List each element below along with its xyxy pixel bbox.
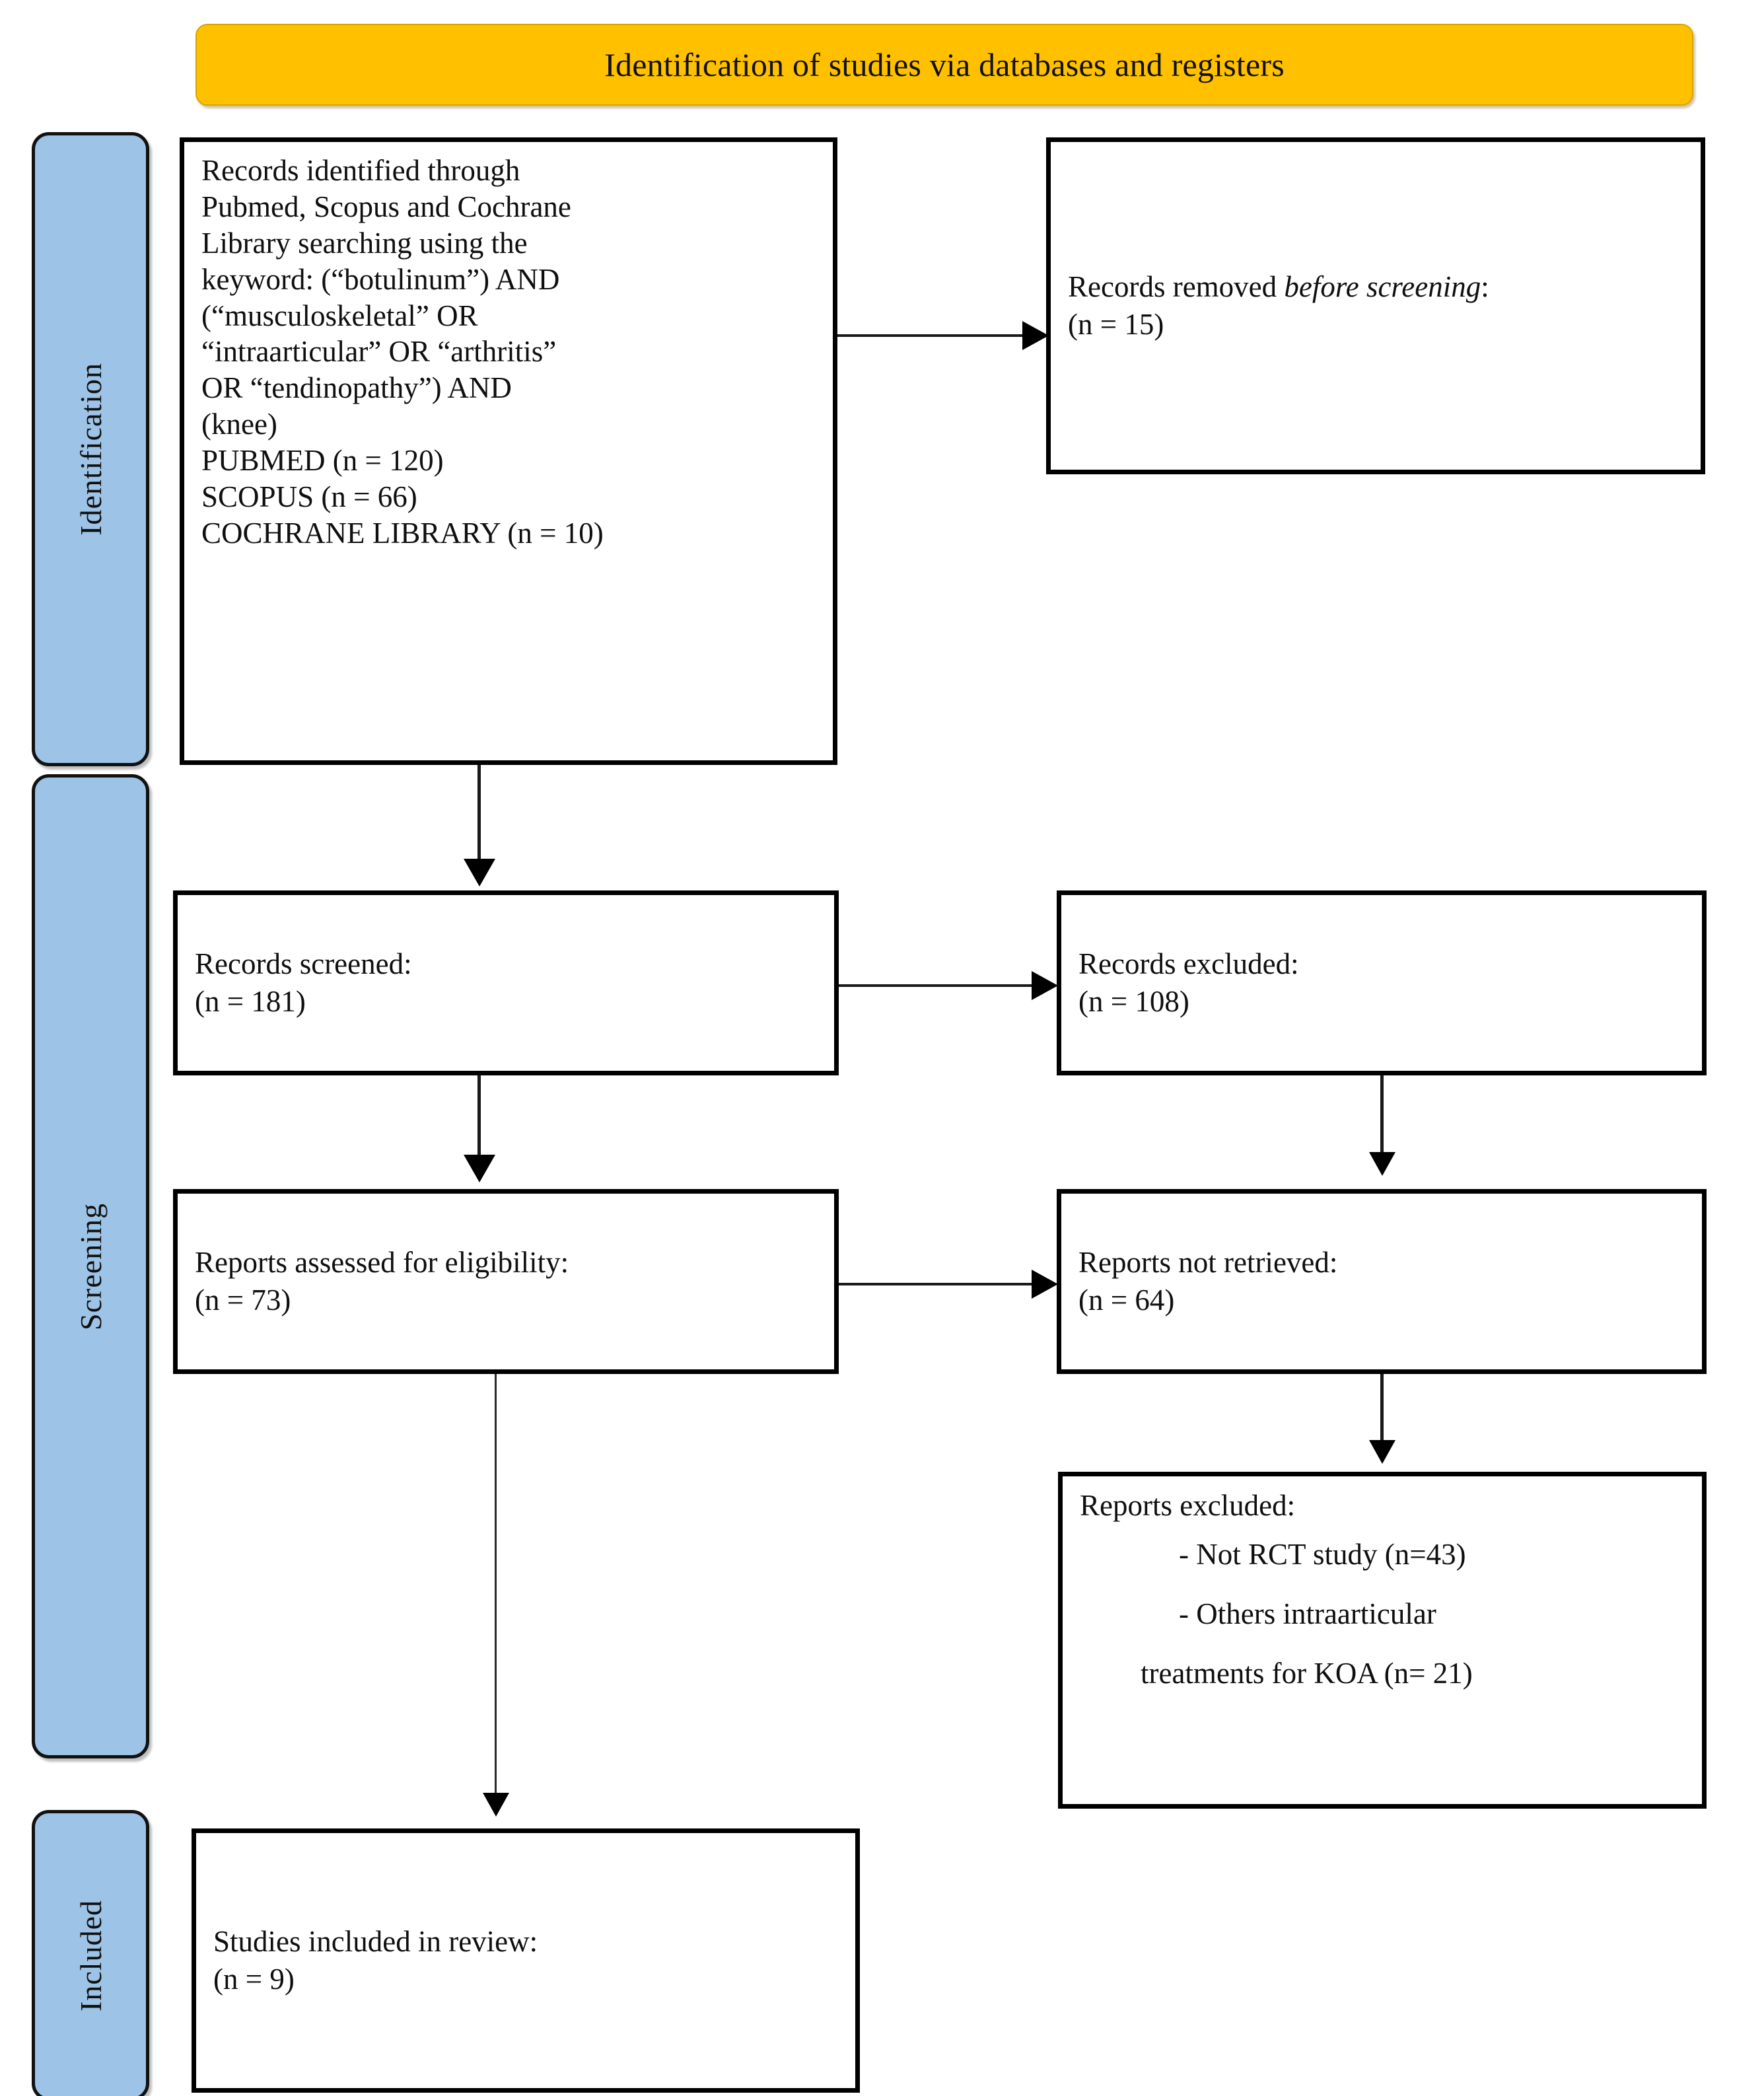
records-removed-count: (n = 15) bbox=[1068, 308, 1164, 341]
stage-label-screening-text: Screening bbox=[73, 1202, 108, 1330]
records-removed-label: Records removed before screening: bbox=[1068, 268, 1683, 306]
box-reports-excluded: Reports excluded: - Not RCT study (n=43)… bbox=[1058, 1472, 1707, 1809]
records-removed-label-suffix: : bbox=[1481, 270, 1489, 303]
records-identified-scopus-count: SCOPUS (n = 66) bbox=[201, 480, 417, 514]
box-reports-not-retrieved: Reports not retrieved: (n = 64) bbox=[1057, 1189, 1707, 1374]
reports-excluded-item-2: - Others intraarticular bbox=[1179, 1597, 1436, 1631]
reports-excluded-item-1: - Not RCT study (n=43) bbox=[1179, 1538, 1466, 1572]
stage-label-identification: Identification bbox=[32, 132, 149, 766]
connector-not-retrieved-to-reports-excluded bbox=[1380, 1374, 1384, 1445]
records-identified-line-7: OR “tendinopathy”) AND bbox=[201, 371, 512, 405]
arrowhead-screened-to-assessed bbox=[464, 1155, 495, 1182]
connector-identified-to-removed bbox=[837, 334, 1026, 337]
arrowhead-excluded-to-not-retrieved bbox=[1369, 1152, 1395, 1176]
records-excluded-label: Records excluded: bbox=[1078, 947, 1299, 980]
records-identified-cochrane-count: COCHRANE LIBRARY (n = 10) bbox=[201, 516, 604, 550]
connector-screened-to-excluded bbox=[839, 984, 1037, 987]
connector-identified-to-screened bbox=[477, 765, 481, 864]
arrowhead-assessed-to-not-retrieved bbox=[1032, 1270, 1058, 1299]
records-identified-line-6: “intraarticular” OR “arthritis” bbox=[201, 335, 557, 369]
diagram-header-banner: Identification of studies via databases … bbox=[195, 24, 1693, 106]
stage-label-identification-text: Identification bbox=[73, 363, 108, 536]
studies-included-label: Studies included in review: bbox=[213, 1924, 538, 1958]
records-screened-count: (n = 181) bbox=[195, 985, 306, 1018]
reports-excluded-item-2-continued: treatments for KOA (n= 21) bbox=[1141, 1657, 1473, 1690]
stage-label-screening: Screening bbox=[32, 774, 149, 1758]
records-removed-label-italic: before screening bbox=[1284, 270, 1481, 303]
box-reports-assessed: Reports assessed for eligibility: (n = 7… bbox=[173, 1189, 839, 1374]
box-studies-included: Studies included in review: (n = 9) bbox=[192, 1828, 860, 2093]
records-identified-pubmed-count: PUBMED (n = 120) bbox=[201, 444, 444, 478]
records-identified-line-2: Pubmed, Scopus and Cochrane bbox=[201, 190, 571, 223]
stage-label-included: Included bbox=[32, 1810, 149, 2096]
arrowhead-identified-to-screened bbox=[464, 859, 495, 886]
records-identified-line-4: keyword: (“botulinum”) AND bbox=[201, 262, 560, 296]
box-records-removed: Records removed before screening: (n = 1… bbox=[1046, 137, 1705, 474]
records-screened-label: Records screened: bbox=[195, 947, 412, 980]
arrowhead-identified-to-removed bbox=[1022, 321, 1049, 350]
records-identified-line-8: (knee) bbox=[201, 408, 277, 441]
reports-not-retrieved-count: (n = 64) bbox=[1078, 1283, 1175, 1317]
records-identified-line-3: Library searching using the bbox=[201, 226, 528, 260]
connector-screened-to-assessed bbox=[477, 1075, 481, 1157]
records-excluded-count: (n = 108) bbox=[1078, 985, 1189, 1018]
arrowhead-not-retrieved-to-reports-excluded bbox=[1369, 1440, 1395, 1464]
connector-assessed-to-included bbox=[495, 1374, 497, 1798]
records-removed-label-prefix: Records removed bbox=[1068, 270, 1285, 303]
records-identified-line-5: (“musculoskeletal” OR bbox=[201, 299, 478, 332]
diagram-title: Identification of studies via databases … bbox=[604, 46, 1285, 83]
records-identified-line-1: Records identified through bbox=[201, 154, 520, 187]
reports-assessed-label: Reports assessed for eligibility: bbox=[195, 1245, 569, 1279]
studies-included-count: (n = 9) bbox=[213, 1963, 295, 1996]
reports-not-retrieved-label: Reports not retrieved: bbox=[1078, 1245, 1338, 1279]
arrowhead-assessed-to-included bbox=[483, 1793, 509, 1817]
connector-assessed-to-not-retrieved bbox=[839, 1283, 1037, 1285]
reports-assessed-count: (n = 73) bbox=[195, 1283, 291, 1317]
box-records-excluded: Records excluded: (n = 108) bbox=[1057, 890, 1707, 1075]
reports-excluded-label: Reports excluded: bbox=[1080, 1489, 1296, 1522]
arrowhead-screened-to-excluded bbox=[1032, 971, 1058, 1000]
box-records-screened: Records screened: (n = 181) bbox=[173, 890, 839, 1075]
stage-label-included-text: Included bbox=[73, 1899, 108, 2011]
connector-excluded-to-not-retrieved bbox=[1380, 1075, 1384, 1157]
box-records-identified: Records identified through Pubmed, Scopu… bbox=[180, 137, 837, 765]
